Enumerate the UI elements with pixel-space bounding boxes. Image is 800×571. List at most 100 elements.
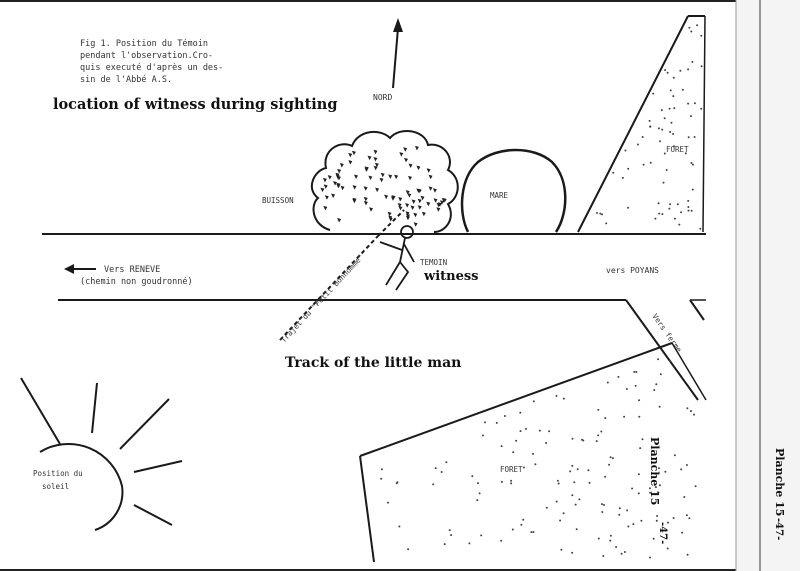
caption-line-3: quis executé d'après un des- [80,62,223,73]
bush-leaf-mark [368,175,373,181]
forest-dot [510,482,513,485]
forest-dot [597,537,600,540]
bush-leaf-mark [384,194,389,200]
bush-leaf-mark [331,193,336,198]
to-reneve-label: Vers RENEVE [104,265,160,275]
forest-dot [522,518,525,521]
forest-dot [691,188,694,191]
bush-leaf-mark [421,211,426,217]
forest-dot [683,496,686,498]
bush-leaf-mark [428,174,433,180]
bush-leaf-mark [373,149,378,155]
bush-leaf-mark [320,187,325,193]
bush-leaf-mark [437,202,442,207]
forest-bottom [359,342,707,563]
forest-dot [654,217,657,220]
forest-dot [666,71,669,74]
witness-annotation: witness [423,269,479,284]
forest-dot [686,407,689,410]
forest-dot [685,514,688,517]
forest-dot [669,89,672,92]
forest-dot [631,487,634,490]
forest-dot [587,469,590,472]
bush-leaf-mark [364,167,369,172]
forest-dot [560,548,563,551]
bush-leaf-mark [335,174,340,179]
forest-dot [574,503,577,506]
road [42,233,706,401]
forest-dot [432,483,435,486]
bush-leaf-mark [324,195,329,200]
north-arrow-icon [392,18,403,89]
forest-dot [655,519,658,522]
forest-dot [688,517,691,520]
forest-dot [450,534,453,537]
forest-dot [620,552,623,555]
forest-dot [618,513,621,516]
forest-dot [448,529,451,532]
bush-leaf-mark [351,150,356,156]
forest-dot [641,438,644,441]
bush-leaf-mark [408,175,412,181]
page-number-margin: -47- [773,518,784,540]
bush-leaf-mark [374,162,379,168]
forest-dot [609,534,612,537]
forest-dot [666,547,669,550]
forest-dot [624,149,627,152]
forest-dot [569,470,572,473]
bush-leaf-mark [367,155,372,161]
bush-leaf-mark [337,218,342,223]
bush-leaf-mark [399,152,404,157]
forest-dot [617,375,620,378]
forest-dot [608,463,611,466]
forest-dot [618,507,621,510]
forest-dot [443,543,446,546]
bush-leaf-mark [406,213,410,219]
forest-dot [693,413,695,416]
forest-dot [380,477,383,480]
bush-leaf-mark [387,211,392,217]
forest-dot [525,427,527,430]
bush-leaf-mark [420,195,425,201]
bush-leaf-mark [327,175,332,180]
forest-top-label: FORET [666,145,689,154]
right-margin-strip [736,0,800,571]
forest-dot [520,523,523,526]
forest-dot [557,482,560,485]
caption-line-1: Fig 1. Position du Témoin [80,38,208,49]
forest-dot [672,145,675,148]
forest-dot [445,461,448,464]
forest-dot [659,140,661,143]
forest-dot [440,471,443,473]
forest-dot [678,223,681,226]
forest-dot [658,405,661,408]
forest-dot [471,475,474,478]
bush-leaf-mark [363,196,368,202]
forest-dot [663,152,666,155]
north-label: NORD [373,93,392,102]
forest-dot [676,203,679,206]
forest-dot [398,525,401,528]
forest-dot [601,213,603,216]
forest-dot [684,152,687,155]
forest-dot [407,548,410,551]
bush-leaf-mark [336,182,341,188]
forest-dot [659,373,662,376]
bush-leaf-mark [417,198,422,204]
forest-dot [661,213,664,216]
forest-dot [641,136,644,138]
bush-leaf-mark [348,152,353,158]
forest-dot [468,542,471,545]
forest-dot [700,107,703,110]
bush-leaf-mark [363,200,368,206]
forest-dot [601,503,603,506]
bush-leaf-mark [323,205,328,211]
bush-leaf-mark [436,207,441,212]
bush-leaf-mark [433,198,438,203]
forest-dot [638,415,641,418]
forest-dot [495,421,498,424]
bush-leaf-mark [417,188,422,194]
bush-leaf-mark [417,205,422,210]
